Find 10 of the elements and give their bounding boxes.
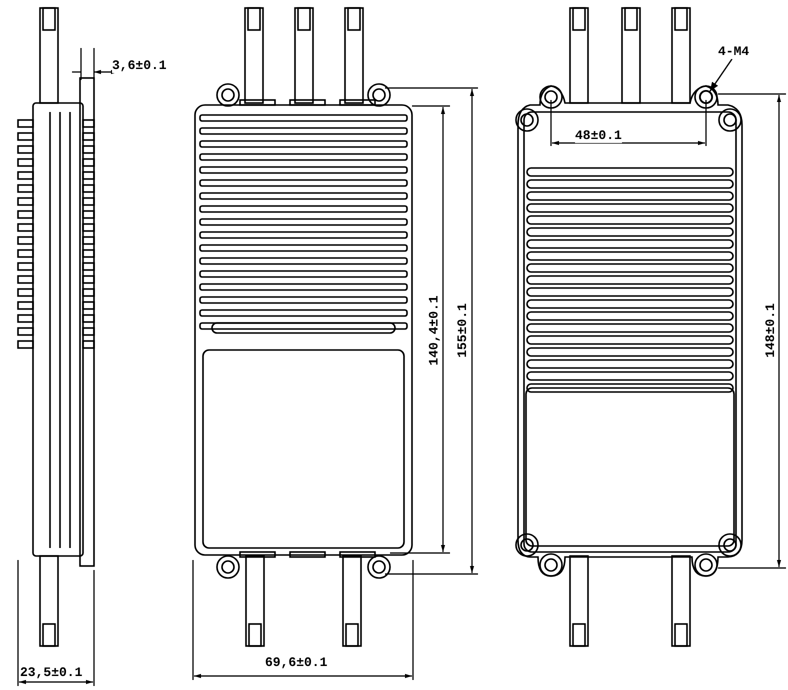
mounting-hole [699,90,713,104]
dimension-label: 140,4±0.1 [426,294,442,366]
dimension-label: 69,6±0.1 [265,655,328,670]
dimension-label: 3,6±0.1 [112,58,167,73]
callout-label: 4-M4 [718,44,750,59]
leader-line [709,58,733,92]
dimension-label: 48±0.1 [575,128,622,143]
dimension-label: 148±0.1 [762,302,778,358]
dimension-label: 23,5±0.1 [20,665,82,680]
dimension-label: 155±0.1 [454,302,470,358]
